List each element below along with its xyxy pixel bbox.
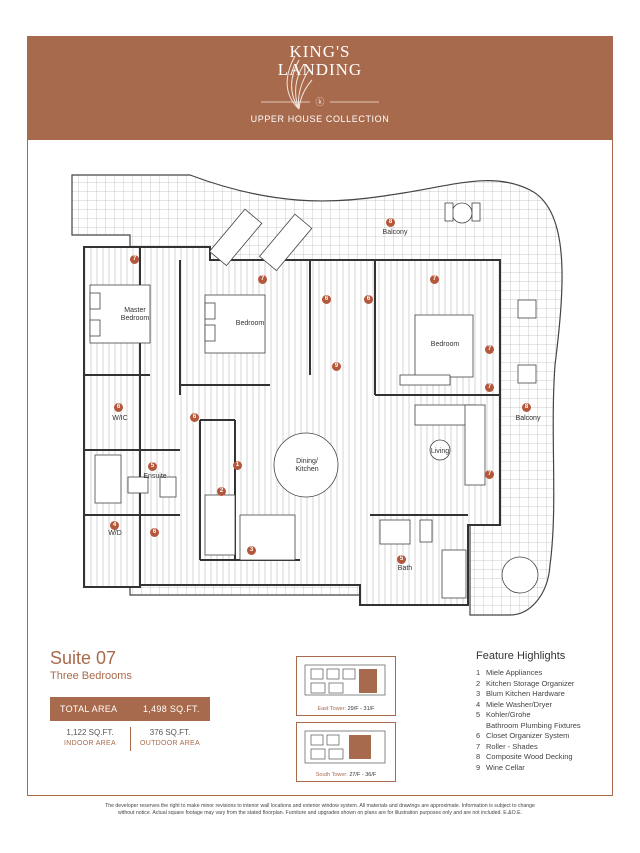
room-kitchen: Kitchen	[295, 466, 319, 473]
room-bedroom-left: Bedroom	[235, 320, 265, 327]
keyplan-south-tower-label: South Tower:	[315, 772, 348, 778]
feature-number: 8	[476, 752, 481, 761]
outdoor-area-label: OUTDOOR AREA	[140, 740, 200, 747]
suite-subtitle: Three Bedrooms	[50, 670, 132, 682]
brand-name-line2: LANDING	[277, 60, 363, 79]
feature-item: 6 Closet Organizer System	[476, 731, 616, 742]
feature-marker: 5	[148, 462, 157, 471]
feature-number: 7	[476, 741, 481, 751]
area-summary: TOTAL AREA 1,498 SQ.FT. 1,122 SQ.FT. IND…	[50, 697, 210, 757]
outdoor-area-value: 376 SQ.FT.	[149, 728, 191, 737]
keyplan-south-caption: South Tower: 27/F - 36/F	[297, 772, 395, 778]
feature-text: Roller - Shades	[486, 741, 538, 751]
indoor-area-value: 1,122 SQ.FT.	[66, 728, 114, 737]
feature-item: 8 Composite Wood Decking	[476, 752, 616, 763]
feature-marker: 7	[258, 275, 267, 284]
feature-marker: 6	[150, 528, 159, 537]
feature-marker: 6	[190, 413, 199, 422]
feature-text: Miele Appliances	[486, 668, 543, 677]
collection-label: UPPER HOUSE COLLECTION	[250, 114, 390, 124]
feature-marker: 7	[485, 345, 494, 354]
keyplan-east-caption: East Tower: 29/F - 31/F	[297, 706, 395, 712]
feature-marker: 8	[386, 218, 395, 227]
keyplan-east-drawing	[304, 664, 386, 696]
feature-marker: 7	[430, 275, 439, 284]
feature-item: 7 Roller - Shades	[476, 742, 616, 753]
total-area-label: TOTAL AREA	[60, 704, 118, 714]
feature-item: Bathroom Plumbing Fixtures	[476, 721, 616, 732]
feature-marker: 4	[110, 521, 119, 530]
feature-text: Bathroom Plumbing Fixtures	[486, 720, 581, 730]
feature-number: 3	[476, 689, 481, 698]
feature-item: 9 Wine Cellar	[476, 763, 616, 774]
feature-item: 2 Kitchen Storage Organizer	[476, 679, 616, 690]
feature-item: 3 Blum Kitchen Hardware	[476, 689, 616, 700]
room-bedroom-right: Bedroom	[430, 341, 460, 348]
feature-marker: 1	[233, 461, 242, 470]
feature-highlights-title: Feature Highlights	[476, 650, 566, 662]
feature-text: Kohler/Grohe	[486, 710, 531, 719]
suite-title: Suite 07	[50, 648, 117, 668]
feature-marker: 2	[217, 487, 226, 496]
floor-plan: Balcony Balcony Master Bedroom Bedroom B…	[70, 165, 570, 630]
feature-text: Closet Organizer System	[486, 731, 570, 740]
room-wd: W/D	[108, 530, 122, 537]
disclaimer: The developer reserves the right to make…	[60, 803, 580, 817]
keyplan-south-tower: South Tower: 27/F - 36/F	[296, 722, 396, 782]
keyplan-south-drawing	[304, 730, 386, 764]
room-balcony-top: Balcony	[382, 229, 408, 236]
feature-marker: 9	[332, 362, 341, 371]
feature-marker: 7	[485, 383, 494, 392]
outdoor-area: 376 SQ.FT. OUTDOOR AREA	[130, 727, 210, 749]
feature-text: Wine Cellar	[486, 762, 525, 772]
svg-text:ⓚ: ⓚ	[315, 97, 324, 107]
feather-logo-icon: ⓚ	[261, 55, 379, 110]
keyplan-east-floors: 29/F - 31/F	[347, 706, 375, 712]
feature-marker: 6	[114, 403, 123, 412]
total-area-value: 1,498 SQ.FT.	[143, 704, 200, 714]
feature-marker: 8	[522, 403, 531, 412]
feature-text: Miele Washer/Dryer	[486, 699, 552, 709]
feature-marker: 3	[247, 546, 256, 555]
feature-number: 6	[476, 731, 481, 740]
room-master-bedroom: Master Bedroom	[120, 307, 150, 322]
room-balcony-right: Balcony	[515, 415, 541, 422]
feature-text: Blum Kitchen Hardware	[486, 689, 565, 698]
feature-marker: 7	[485, 470, 494, 479]
room-wic: W/IC	[112, 415, 128, 422]
feature-marker: 6	[322, 295, 331, 304]
total-area-bar: TOTAL AREA 1,498 SQ.FT.	[50, 697, 210, 721]
feature-number: 5	[476, 710, 481, 719]
feature-highlights: Feature Highlights 1 Miele Appliances 2 Ki…	[476, 650, 616, 773]
feature-text: Kitchen Storage Organizer	[486, 678, 575, 688]
brand-name-line1: KING'S	[289, 42, 351, 61]
feature-number: 2	[476, 678, 481, 688]
room-bath: Bath	[397, 565, 413, 572]
room-living: Living	[430, 448, 450, 455]
disclaimer-line1: The developer reserves the right to make…	[105, 803, 535, 809]
area-divider	[130, 727, 131, 751]
indoor-area-label: INDOOR AREA	[64, 740, 116, 747]
keyplan-east-tower: East Tower: 29/F - 31/F	[296, 656, 396, 716]
floor-plan-drawing	[71, 174, 563, 616]
feature-number: 4	[476, 699, 481, 709]
feature-item: 5 Kohler/Grohe	[476, 710, 616, 721]
keyplan-east-tower-label: East Tower:	[317, 706, 347, 712]
feature-marker: 6	[364, 295, 373, 304]
feature-number: 1	[476, 668, 481, 677]
keyplan-south-floors: 27/F - 36/F	[349, 772, 377, 778]
room-dining: Dining/	[296, 458, 318, 465]
feature-item: 4 Miele Washer/Dryer	[476, 700, 616, 711]
feature-marker: 7	[130, 255, 139, 264]
indoor-area: 1,122 SQ.FT. INDOOR AREA	[50, 727, 130, 749]
feature-item: 1 Miele Appliances	[476, 668, 616, 679]
feature-marker: 5	[397, 555, 406, 564]
disclaimer-line2: without notice. Actual square footage ma…	[118, 810, 522, 816]
room-ensuite: Ensuite	[143, 473, 167, 480]
brand-header: ⓚ KING'S LANDING UPPER HOUSE COLLECTION	[27, 36, 613, 140]
feature-number: 9	[476, 762, 481, 772]
feature-text: Composite Wood Decking	[486, 752, 573, 761]
